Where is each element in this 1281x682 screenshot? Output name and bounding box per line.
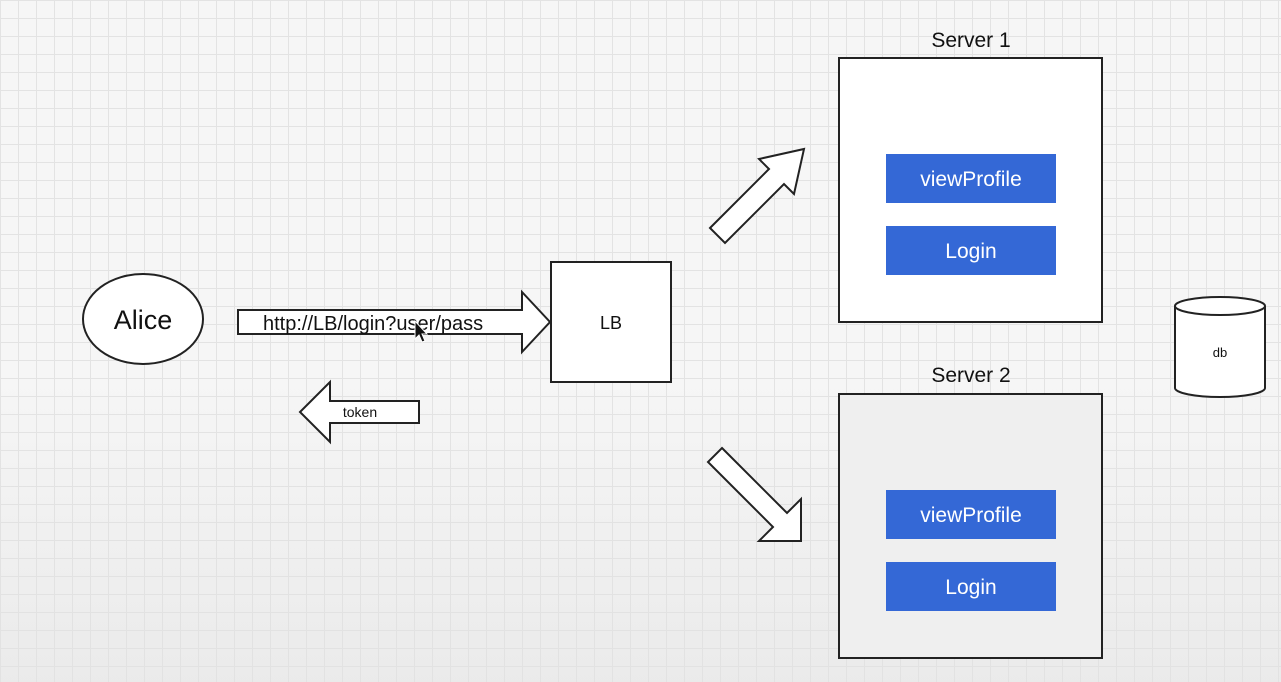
- database-node: db: [1174, 296, 1266, 398]
- server-2-login-label: Login: [945, 576, 996, 599]
- user-node: Alice: [82, 273, 204, 365]
- request-arrow: http://LB/login?user/pass: [237, 289, 552, 355]
- user-label: Alice: [114, 305, 173, 335]
- request-label: http://LB/login?user/pass: [263, 313, 483, 335]
- user-ellipse: [82, 273, 204, 365]
- arrow-to-server-1: [708, 147, 806, 245]
- database-top: [1174, 296, 1266, 316]
- server-1-viewprofile-label: viewProfile: [920, 168, 1022, 191]
- load-balancer-box: [550, 261, 672, 383]
- response-arrow: token: [298, 379, 420, 445]
- server-1-login-label: Login: [945, 240, 996, 263]
- cursor-icon: [414, 319, 429, 343]
- server-2: Server 2 viewProfile Login: [838, 364, 1103, 659]
- request-arrow-shape: [237, 289, 552, 355]
- server-2-title: Server 2: [931, 364, 1010, 387]
- server-2-viewprofile-button[interactable]: [886, 490, 1056, 539]
- database-body: [1174, 306, 1266, 398]
- response-label: token: [343, 404, 377, 420]
- server-2-login-button[interactable]: [886, 562, 1056, 611]
- arrow-to-server-2: [706, 446, 802, 542]
- server-1-title: Server 1: [931, 29, 1010, 52]
- server-2-viewprofile-label: viewProfile: [920, 504, 1022, 527]
- load-balancer-label: LB: [600, 313, 622, 333]
- server-1: Server 1 viewProfile Login: [838, 29, 1103, 323]
- load-balancer-node: LB: [550, 261, 672, 383]
- server-1-login-button[interactable]: [886, 226, 1056, 275]
- response-arrow-shape: [298, 379, 420, 445]
- server-1-viewprofile-button[interactable]: [886, 154, 1056, 203]
- database-label: db: [1213, 345, 1227, 360]
